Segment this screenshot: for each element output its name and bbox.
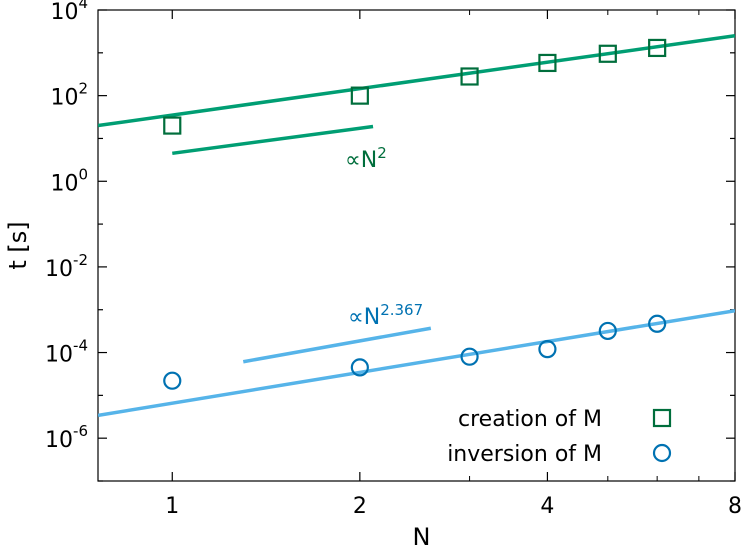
x-tick-label: 8 <box>728 494 741 519</box>
data-point-inversion <box>598 321 617 341</box>
data-point-inversion <box>538 340 557 359</box>
scaling-annotation-inversion: ∝N2.367 <box>348 301 423 330</box>
legend-label-creation: creation of M <box>458 407 602 432</box>
data-point-creation <box>460 67 479 86</box>
x-axis-label: N <box>413 523 431 548</box>
scaling-annotation-creation: ∝N2 <box>345 144 387 173</box>
y-tick-label: 104 <box>50 0 88 25</box>
x-tick-label: 4 <box>540 494 554 519</box>
y-tick-label: 102 <box>50 80 88 111</box>
data-point-creation <box>598 44 617 63</box>
y-tick-label: 10-6 <box>45 422 88 453</box>
y-tick-label: 10-4 <box>45 337 88 368</box>
y-tick-label: 100 <box>50 165 88 196</box>
legend-label-inversion: inversion of M <box>447 442 602 467</box>
y-tick-label: 10-2 <box>45 251 88 282</box>
data-point-creation <box>163 116 182 135</box>
reference-line-creation <box>172 124 374 156</box>
data-point-inversion <box>460 347 479 366</box>
fit-line-creation <box>98 34 735 128</box>
x-tick-label: 1 <box>165 494 179 519</box>
data-point-creation <box>350 86 369 105</box>
reference-line-inversion <box>242 326 432 364</box>
x-tick-label: 2 <box>353 494 367 519</box>
fit-line-inversion <box>98 308 735 418</box>
data-point-creation <box>538 53 557 73</box>
legend-marker-inversion <box>652 443 672 463</box>
plot-frame <box>97 9 736 482</box>
data-point-creation <box>648 38 667 58</box>
legend-marker-creation <box>652 408 672 428</box>
y-axis-label: t [s] <box>4 221 32 269</box>
data-point-inversion <box>350 358 369 377</box>
data-point-inversion <box>163 371 182 390</box>
data-point-inversion <box>648 314 667 333</box>
